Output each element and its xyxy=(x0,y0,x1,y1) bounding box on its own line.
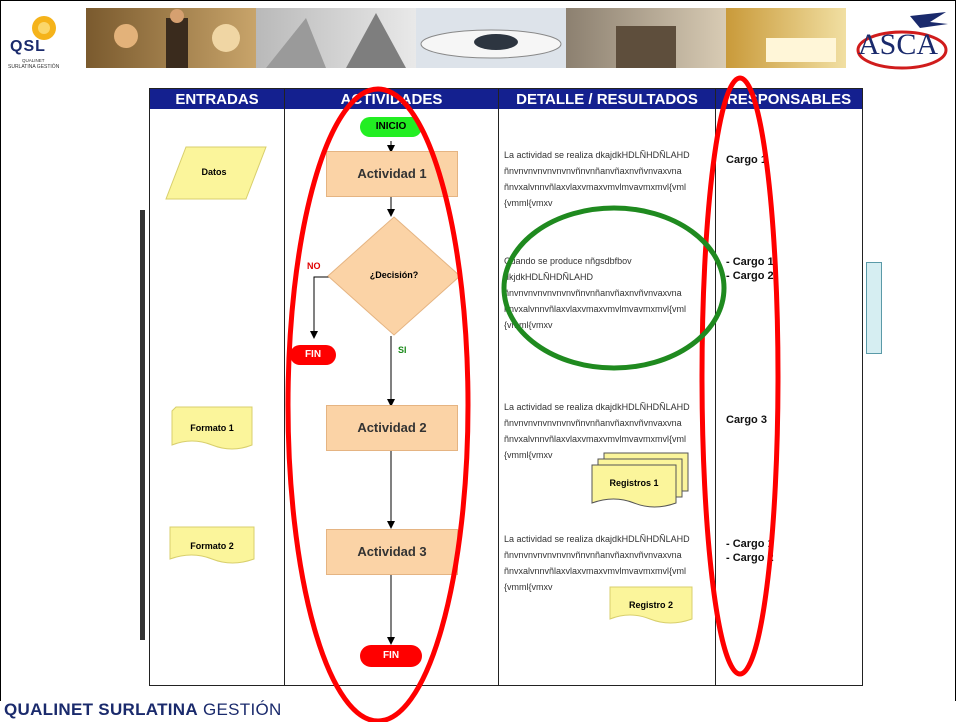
detail-line: La actividad se realiza dkajdkHDLÑHDÑLAH… xyxy=(504,534,690,544)
document-registros-label: Registros 1 xyxy=(609,478,659,488)
detail-line: {vmml{vmxv xyxy=(504,450,553,460)
decision-label: ¿Decisión? xyxy=(369,270,419,280)
detail-line: ñnvnvnvnvnvnvnvñnvnñanvñaxnvñvnvaxvna xyxy=(504,418,682,428)
detail-line: {vmml{vmxv xyxy=(504,320,553,330)
input-formato1-shape xyxy=(171,406,253,450)
detail-line: ñnvnvnvnvnvnvnvñnvnñanvñaxnvñvnvaxvna xyxy=(504,166,682,176)
photo-collage-image xyxy=(86,8,846,68)
qsl-logo-sub1: QUALINET xyxy=(22,58,45,63)
process-table: ENTRADAS ACTIVIDADES DETALLE / RESULTADO… xyxy=(149,88,863,686)
end-terminal: FIN xyxy=(360,645,422,667)
input-formato2-label: Formato 2 xyxy=(190,541,234,551)
document-shape xyxy=(609,586,693,624)
detail-line: La actividad se realiza dkajdkHDLÑHDÑLAH… xyxy=(504,150,690,160)
asca-logo xyxy=(856,12,948,70)
qsl-logo-sub2: SURLATINA GESTIÓN xyxy=(8,64,60,70)
detail-line: La actividad se realiza dkajdkHDLÑHDÑLAH… xyxy=(504,402,690,412)
activity-2: Actividad 2 xyxy=(326,405,458,451)
responsable-1: Cargo 1 xyxy=(726,154,767,166)
detail-line: ñnvxalvnnvñlaxvlaxvmaxvmvlmvavmxmvl{vml xyxy=(504,182,687,192)
column-divider xyxy=(715,89,716,685)
right-side-box xyxy=(866,262,882,354)
activity-1: Actividad 1 xyxy=(326,151,458,197)
qsl-logo xyxy=(32,16,56,40)
responsable-3: Cargo 3 xyxy=(726,414,767,426)
input-datos-shape xyxy=(165,146,267,200)
footer-brand: QUALINET SURLATINA GESTIÓN xyxy=(4,700,282,720)
detail-line: dkjdkHDLÑHDÑLAHD xyxy=(504,272,594,282)
detail-line: ñnvxalvnnvñlaxvlaxvmaxvmvlmvavmxmvl{vml xyxy=(504,566,687,576)
detail-block-2: Cuando se produce nñgsdbfbov dkjdkHDLÑHD… xyxy=(504,253,708,333)
footer-brand-light: GESTIÓN xyxy=(203,700,282,719)
detail-line: Cuando se produce nñgsdbfbov xyxy=(504,256,632,266)
document-registro-label: Registro 2 xyxy=(628,600,673,610)
detail-block-1: La actividad se realiza dkajdkHDLÑHDÑLAH… xyxy=(504,147,708,211)
detail-line: ñnvnvnvnvnvnvnvñnvnñanvñaxnvñvnvaxvna xyxy=(504,550,682,560)
col-header-actividades: ACTIVIDADES xyxy=(285,89,498,109)
asca-logo-text: ASCA xyxy=(858,28,939,61)
start-terminal: INICIO xyxy=(360,117,422,137)
responsable-2: - Cargo 1 - Cargo 2 xyxy=(726,256,774,282)
col-header-entradas: ENTRADAS xyxy=(150,89,284,109)
footer-brand-bold: QUALINET SURLATINA xyxy=(4,700,198,719)
detail-line: {vmml{vmxv xyxy=(504,582,553,592)
qsl-logo-text: QSL xyxy=(10,38,46,55)
input-datos-label: Datos xyxy=(201,167,227,177)
detail-line: {vmml{vmxv xyxy=(504,198,553,208)
col-header-detalle: DETALLE / RESULTADOS xyxy=(499,89,715,109)
detail-line: ñnvxalvnnvñlaxvlaxvmaxvmvlmvavmxmvl{vml xyxy=(504,304,687,314)
left-vertical-bar xyxy=(140,210,145,640)
responsable-4: - Cargo 1 - Cargo 2 xyxy=(726,538,774,564)
detail-line: ñnvnvnvnvnvnvnvñnvnñanvñaxnvñvnvaxvna xyxy=(504,288,682,298)
activity-3: Actividad 3 xyxy=(326,529,458,575)
column-divider xyxy=(498,89,499,685)
multi-document-shape xyxy=(591,452,689,508)
detail-block-3: La actividad se realiza dkajdkHDLÑHDÑLAH… xyxy=(504,399,708,463)
no-branch-label: NO xyxy=(307,261,321,271)
col-header-responsables: RESPONSABLES xyxy=(716,89,862,109)
detail-block-4: La actividad se realiza dkajdkHDLÑHDÑLAH… xyxy=(504,531,708,595)
column-divider xyxy=(284,89,285,685)
end-terminal-side: FIN xyxy=(290,345,336,365)
input-formato1-label: Formato 1 xyxy=(190,423,234,433)
input-formato2-shape xyxy=(169,526,255,564)
header-banner: QSL QUALINET SURLATINA GESTIÓN ASCA xyxy=(0,0,956,84)
detail-line: ñnvxalvnnvñlaxvlaxvmaxvmvlmvavmxmvl{vml xyxy=(504,434,687,444)
yes-branch-label: SI xyxy=(398,345,407,355)
